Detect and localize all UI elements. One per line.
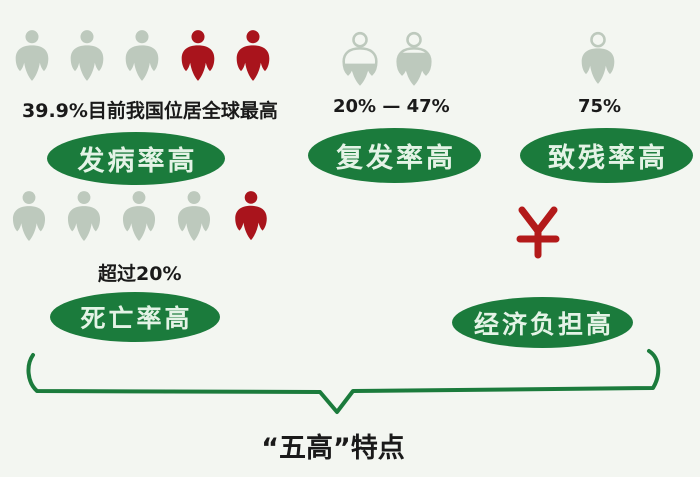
disability-label: 致残率高 [520, 128, 693, 183]
person-icon [236, 30, 270, 81]
person-icon [15, 30, 49, 81]
person-icon [396, 31, 432, 86]
recurrence-stat: 20% — 47% [333, 96, 450, 117]
person-icon [235, 191, 267, 241]
economic-label: 经济负担高 [452, 297, 633, 348]
person-icon [581, 31, 615, 84]
incidence-label: 发病率高 [47, 132, 225, 185]
person-icon [70, 30, 104, 81]
curly-brace-icon [26, 349, 661, 414]
yuan-icon [516, 206, 560, 259]
person-icon [122, 191, 156, 242]
disability-stat: 75% [578, 96, 622, 117]
page-title: “五高”特点 [261, 433, 405, 464]
mortality-stat: 超过20% [98, 263, 182, 285]
person-icon [181, 30, 215, 81]
person-icon [67, 191, 101, 242]
person-icon [12, 191, 46, 242]
person-icon [342, 31, 378, 86]
mortality-label: 死亡率高 [50, 292, 220, 342]
person-icon [125, 30, 159, 81]
recurrence-label: 复发率高 [308, 128, 481, 183]
incidence-stat: 39.9%目前我国位居全球最高 [22, 100, 278, 122]
person-icon [177, 191, 211, 242]
